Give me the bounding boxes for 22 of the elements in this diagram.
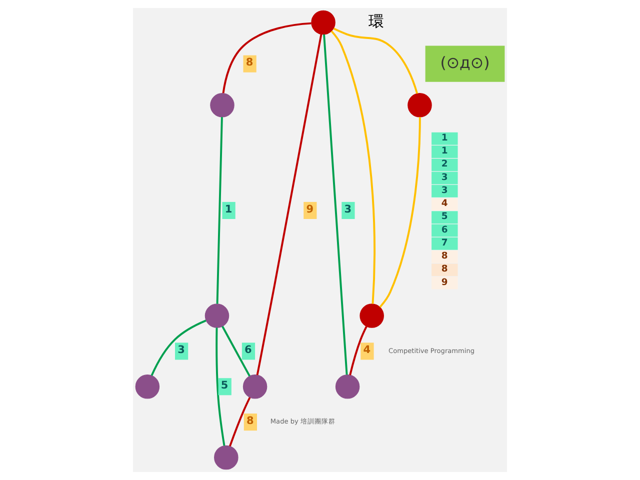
label: 6 [441, 224, 448, 236]
label: 1 [441, 132, 448, 144]
label: 3 [441, 172, 448, 183]
label: 8 [441, 250, 448, 262]
label: 5 [441, 211, 448, 222]
edge-label: 8 [246, 414, 254, 427]
edge-label: 5 [220, 379, 228, 392]
edge-label: 8 [246, 56, 254, 69]
label: 9 [441, 276, 448, 288]
edge-label: 3 [344, 203, 352, 216]
label: 7 [441, 237, 448, 248]
edge-label: 4 [363, 344, 371, 356]
label: 2 [441, 158, 448, 170]
label: 環 [368, 12, 384, 31]
edge-label: 6 [244, 344, 252, 356]
edge-label: 3 [178, 344, 185, 356]
edge-label: 1 [224, 203, 232, 216]
edge-label: 9 [306, 203, 314, 216]
label: 8 [441, 264, 448, 275]
label: 4 [441, 198, 448, 210]
label: 3 [441, 184, 448, 196]
label: 1 [441, 146, 448, 157]
